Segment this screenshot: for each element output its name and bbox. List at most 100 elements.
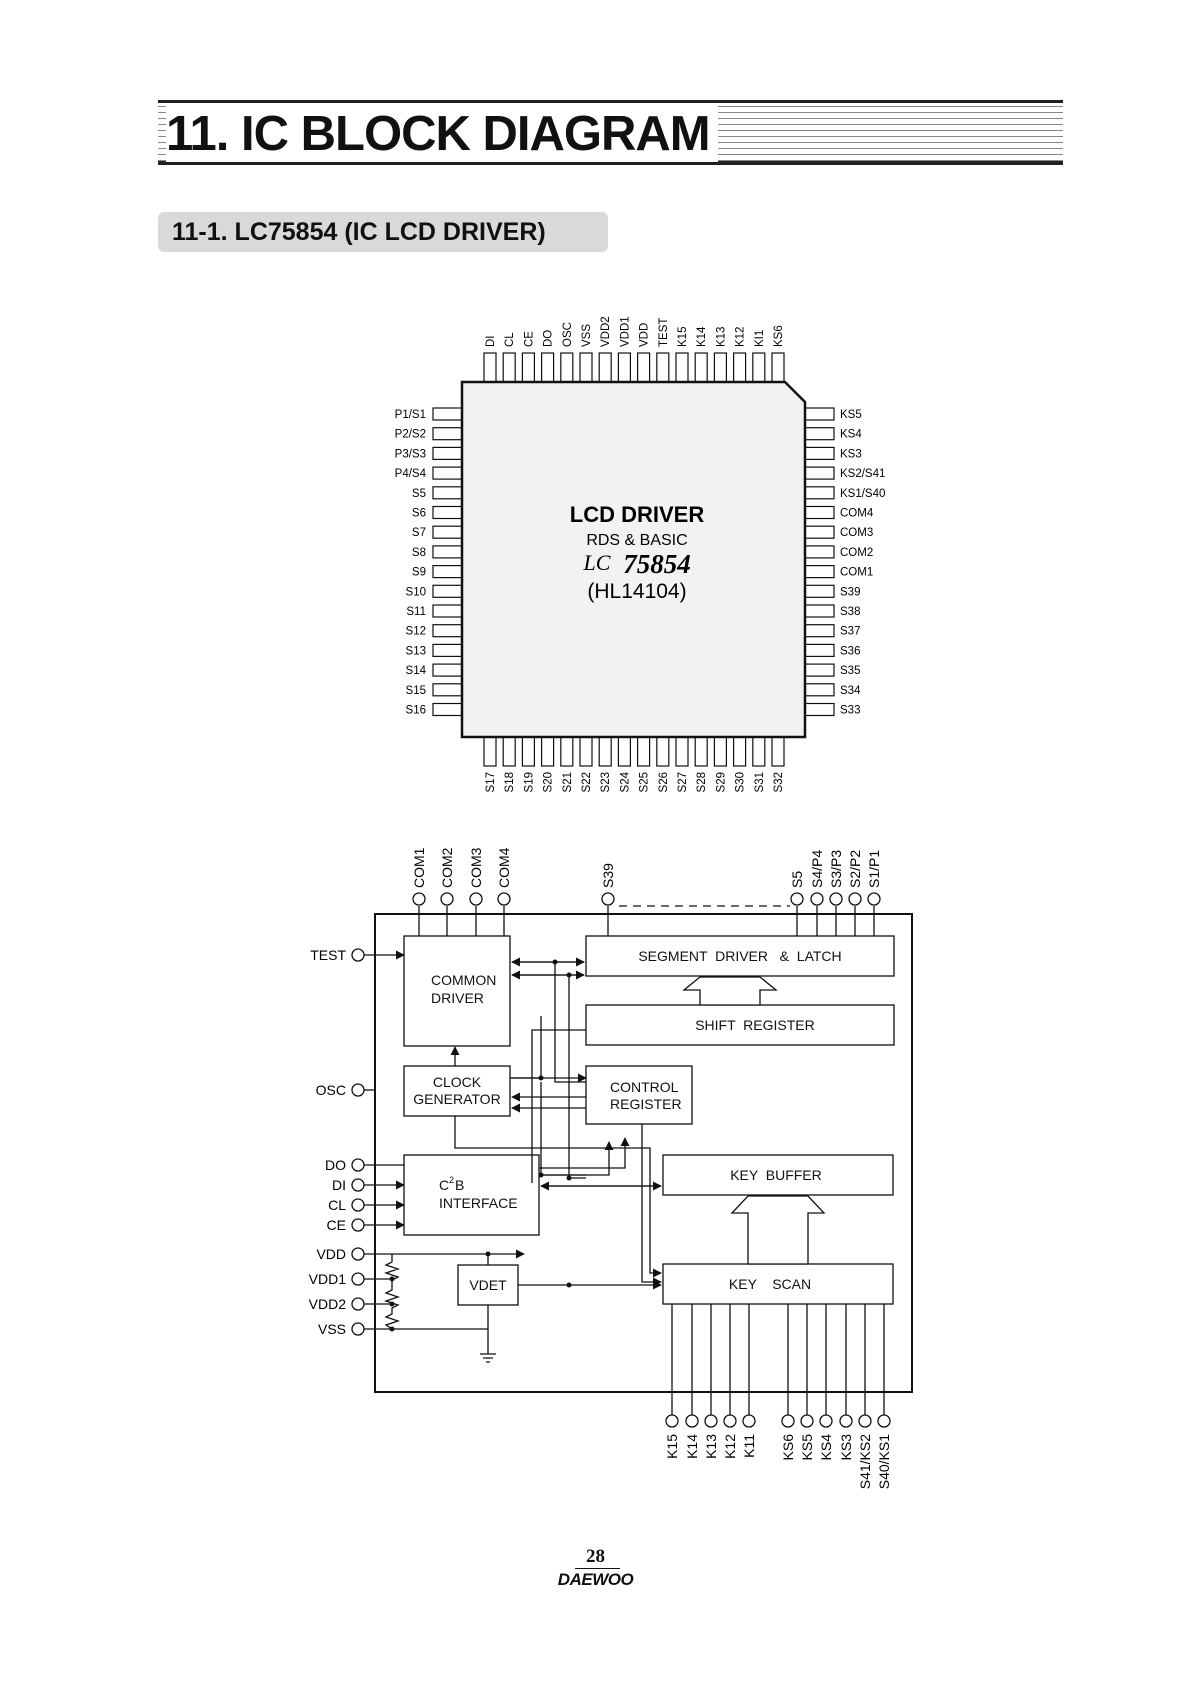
pin-terminal bbox=[848, 892, 862, 906]
pin-terminal bbox=[858, 1414, 872, 1428]
pin-label: CE bbox=[523, 331, 535, 347]
pin-terminal bbox=[497, 892, 511, 906]
title-rule-bottom bbox=[158, 161, 1063, 165]
pin-terminal bbox=[351, 1272, 365, 1286]
pin-label: DI bbox=[332, 1177, 346, 1193]
ic-boundary bbox=[374, 913, 913, 1393]
pin-label: S9 bbox=[412, 567, 426, 579]
section-title-badge: 11-1. LC75854 (IC LCD DRIVER) bbox=[158, 212, 608, 252]
pin-terminal bbox=[723, 1414, 737, 1428]
pin-label: TEST bbox=[310, 947, 346, 963]
pin-label: S11 bbox=[406, 606, 426, 618]
title-rule-top bbox=[158, 100, 1063, 103]
pin-label: P4/S4 bbox=[395, 468, 427, 480]
junction-dots bbox=[389, 959, 572, 1332]
pin-label: OSC bbox=[562, 322, 574, 347]
footer-divider bbox=[575, 1568, 620, 1569]
clock-generator-label-1: CLOCK bbox=[433, 1074, 482, 1090]
pin-terminal bbox=[351, 1322, 365, 1336]
key-buffer-block bbox=[662, 1154, 894, 1196]
pin-label: K11 bbox=[741, 1434, 757, 1458]
pin-label: S6 bbox=[412, 508, 426, 520]
pin-label: COM3 bbox=[840, 527, 873, 539]
pin-label: S13 bbox=[406, 645, 426, 657]
pin-terminal bbox=[790, 892, 804, 906]
pin-label: COM1 bbox=[411, 847, 427, 888]
pin-label: KS6 bbox=[773, 325, 785, 347]
pin-terminal bbox=[351, 1158, 365, 1172]
pin-label: S23 bbox=[600, 772, 612, 792]
c2b-label-interface: INTERFACE bbox=[439, 1195, 518, 1211]
pin-terminal bbox=[704, 1414, 718, 1428]
pin-terminal bbox=[351, 1297, 365, 1311]
pin-terminal bbox=[665, 1414, 679, 1428]
pin-terminal bbox=[412, 892, 426, 906]
pin-label: S28 bbox=[696, 772, 708, 792]
pin-label: S26 bbox=[658, 772, 670, 792]
pin-label: S29 bbox=[715, 772, 727, 792]
pin-label: S24 bbox=[619, 771, 631, 792]
pin-label: S5 bbox=[789, 871, 805, 888]
pin-label: S35 bbox=[840, 665, 860, 677]
control-register-label-2: REGISTER bbox=[610, 1096, 682, 1112]
pin-terminal bbox=[351, 1178, 365, 1192]
pin-label: P1/S1 bbox=[395, 409, 426, 421]
pin-label: S34 bbox=[840, 685, 861, 697]
pin-label: K12 bbox=[722, 1434, 738, 1459]
clock-generator-block bbox=[403, 1065, 511, 1117]
pin-label: S37 bbox=[840, 626, 860, 638]
key-scan-label: KEY SCAN bbox=[729, 1276, 811, 1292]
pin-label: S10 bbox=[406, 586, 426, 598]
pin-label: KS2/S41 bbox=[840, 468, 885, 480]
pin-label: S2/P2 bbox=[847, 850, 863, 888]
pin-terminal bbox=[601, 892, 615, 906]
pin-label: COM4 bbox=[496, 847, 512, 888]
pin-label: KS1/S40 bbox=[840, 488, 885, 500]
segment-driver-label: SEGMENT DRIVER & LATCH bbox=[638, 948, 841, 964]
c2b-interface-block bbox=[403, 1154, 540, 1236]
pin-label: DI bbox=[485, 336, 497, 348]
pin-label: S36 bbox=[840, 645, 860, 657]
pin-label: VDD2 bbox=[309, 1296, 347, 1312]
pin-label: KI1 bbox=[754, 330, 766, 347]
pin-label: TEST bbox=[658, 318, 670, 347]
pin-label: VDD2 bbox=[600, 316, 612, 347]
c2b-label-superscript: 2 bbox=[449, 1175, 454, 1185]
pin-label: S41/KS2 bbox=[857, 1434, 873, 1489]
page-number: 28 bbox=[586, 1546, 605, 1567]
pin-terminal bbox=[742, 1414, 756, 1428]
pin-terminal bbox=[351, 948, 365, 962]
pin-label: VDD1 bbox=[309, 1271, 347, 1287]
pin-label: S27 bbox=[677, 772, 689, 792]
pin-label: S18 bbox=[504, 772, 516, 792]
pin-label: S25 bbox=[639, 772, 651, 792]
clock-generator-label-2: GENERATOR bbox=[413, 1091, 500, 1107]
vdet-label: VDET bbox=[469, 1277, 507, 1293]
chip-code: (HL14104) bbox=[587, 580, 686, 603]
pin-label: S16 bbox=[406, 705, 426, 717]
brand-logo: DAEWOO bbox=[557, 1570, 634, 1589]
pin-label: S22 bbox=[581, 772, 593, 792]
pin-label: S39 bbox=[840, 586, 860, 598]
pin-label: VDD1 bbox=[619, 316, 631, 347]
pin-label: S8 bbox=[412, 547, 426, 559]
pin-terminal bbox=[351, 1083, 365, 1097]
pin-label: K14 bbox=[696, 326, 708, 347]
pin-label: COM4 bbox=[840, 508, 874, 520]
pin-label: KS4 bbox=[818, 1434, 834, 1461]
pin-terminal bbox=[877, 1414, 891, 1428]
control-register-block bbox=[585, 1065, 693, 1125]
pin-label: S20 bbox=[543, 772, 555, 792]
pin-label: OSC bbox=[316, 1082, 346, 1098]
pin-label: K15 bbox=[664, 1434, 680, 1459]
page-title: 11. IC BLOCK DIAGRAM bbox=[166, 106, 718, 162]
common-driver-label-2: DRIVER bbox=[431, 990, 484, 1006]
pin-label: KS5 bbox=[840, 409, 862, 421]
pin-terminal bbox=[469, 892, 483, 906]
pin-label: KS4 bbox=[840, 429, 862, 441]
chip-subtitle: RDS & BASIC bbox=[586, 532, 687, 549]
pin-label: S32 bbox=[773, 772, 785, 792]
